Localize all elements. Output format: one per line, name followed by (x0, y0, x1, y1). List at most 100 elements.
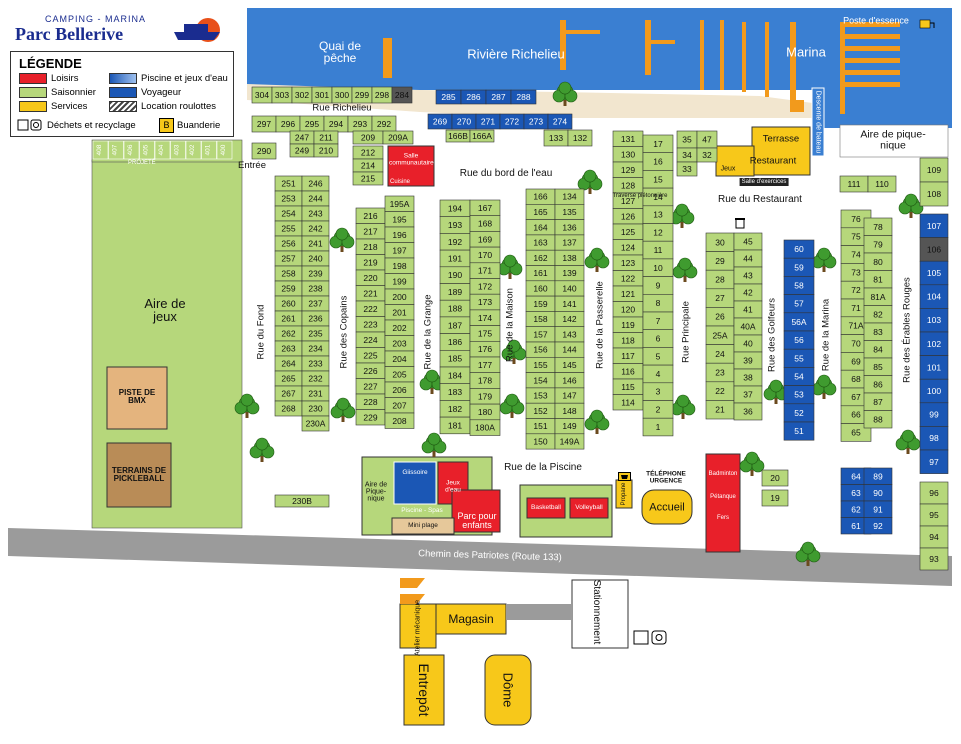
lot-label: 63 (851, 488, 861, 498)
lot-36[interactable] (733, 402, 763, 421)
lot-284[interactable] (391, 86, 413, 104)
lot-108[interactable] (919, 181, 949, 207)
lot-408[interactable] (92, 140, 109, 160)
lot-label: 224 (363, 335, 377, 345)
lot-label: 295 (305, 119, 319, 129)
tree-icon (577, 169, 603, 194)
lot-400[interactable] (216, 140, 233, 160)
salle-label: Salle communautaire (389, 152, 434, 166)
lot-label: 108 (927, 189, 941, 199)
lot-label: 159 (533, 299, 547, 309)
lot-20[interactable] (761, 469, 789, 487)
lot-label: 2 (656, 404, 661, 414)
lot-label: 149A (560, 436, 580, 446)
lot-label: 225 (363, 350, 377, 360)
lot-406[interactable] (123, 140, 140, 160)
street-copains: Rue des Copains (338, 295, 350, 369)
lot-label: 8 (656, 298, 661, 308)
lot-215[interactable] (352, 171, 384, 186)
stationnement-label: Stationnement (591, 579, 602, 645)
lot-132[interactable] (567, 129, 593, 147)
badminton-area[interactable] (705, 453, 741, 553)
lot-label: 301 (315, 90, 329, 100)
lot-166A[interactable] (469, 129, 495, 143)
lot-label: 120 (621, 304, 635, 314)
legend-title: LÉGENDE (19, 56, 82, 71)
lot-230A[interactable] (301, 415, 330, 432)
lot-288[interactable] (510, 89, 537, 105)
lot-230B[interactable] (274, 494, 330, 508)
lot-label: 43 (743, 271, 753, 281)
recycle-bin-icon (632, 628, 668, 646)
lot-label: 267 (281, 389, 295, 399)
lot-209A[interactable] (382, 130, 414, 145)
lot-407[interactable] (108, 140, 124, 160)
lot-label: 56 (794, 335, 804, 345)
lot-label: 16 (653, 157, 663, 167)
lot-label: 208 (392, 416, 406, 426)
lot-label: 137 (562, 238, 576, 248)
lot-405[interactable] (139, 140, 155, 160)
lot-208[interactable] (384, 412, 415, 429)
lot-label: 232 (308, 374, 322, 384)
lot-label: 95 (929, 510, 939, 520)
lot-label: 6 (656, 334, 661, 344)
lot-label: 200 (392, 292, 406, 302)
terrasse-restaurant[interactable] (751, 126, 811, 176)
lot-93[interactable] (919, 547, 949, 571)
lot-label: 271 (481, 117, 495, 127)
lot-label: 198 (392, 261, 406, 271)
lot-19[interactable] (761, 489, 789, 507)
mini-plage[interactable] (391, 517, 455, 535)
lot-88[interactable] (863, 410, 893, 429)
lot-403[interactable] (170, 140, 186, 160)
tree-icon (795, 541, 821, 566)
lot-92[interactable] (863, 517, 893, 535)
lot-label: 90 (873, 488, 883, 498)
lot-label: 139 (562, 268, 576, 278)
basketball[interactable] (526, 497, 566, 519)
lot-label: 140 (562, 283, 576, 293)
lot-401[interactable] (201, 140, 217, 160)
lot-label: 17 (653, 139, 663, 149)
lot-label: 104 (927, 292, 941, 302)
lot-51[interactable] (783, 421, 815, 441)
lot-label: 127 (621, 196, 635, 206)
lot-290[interactable] (251, 142, 277, 160)
lot-label: 86 (873, 379, 883, 389)
lot-402[interactable] (185, 140, 202, 160)
lot-33[interactable] (676, 161, 698, 177)
lot-label: 251 (281, 179, 295, 189)
lot-110[interactable] (867, 175, 897, 193)
lot-label: 257 (281, 254, 295, 264)
salle-communautaire[interactable] (387, 145, 435, 187)
lot-label: 14 (653, 192, 663, 202)
lot-label: 154 (533, 375, 547, 385)
lot-label: 133 (549, 133, 563, 143)
atelier[interactable] (399, 603, 437, 649)
dome[interactable] (484, 654, 532, 726)
jeux-building[interactable] (715, 145, 755, 177)
descente-bateau[interactable] (811, 87, 825, 157)
lot-97[interactable] (919, 449, 949, 474)
lot-label: 42 (743, 288, 753, 298)
lot-1[interactable] (642, 417, 674, 437)
chemin-des-patriotes-road (8, 528, 952, 586)
lot-label: 173 (478, 297, 492, 307)
accueil[interactable] (641, 489, 693, 525)
lot-label: 106 (927, 244, 941, 254)
lot-65[interactable] (840, 423, 872, 442)
lot-274[interactable] (547, 113, 573, 130)
lot-149A[interactable] (554, 433, 585, 450)
lot-label: 214 (361, 161, 375, 171)
parc-enfants[interactable] (451, 489, 501, 533)
lot-180A[interactable] (469, 419, 501, 436)
entrepot[interactable] (403, 654, 445, 726)
lot-32[interactable] (696, 147, 718, 163)
tree-icon (497, 254, 523, 279)
volleyball[interactable] (569, 497, 609, 519)
lot-label: 178 (478, 376, 492, 386)
piscine[interactable] (393, 461, 437, 505)
lot-210[interactable] (313, 143, 339, 158)
lot-404[interactable] (154, 140, 171, 160)
